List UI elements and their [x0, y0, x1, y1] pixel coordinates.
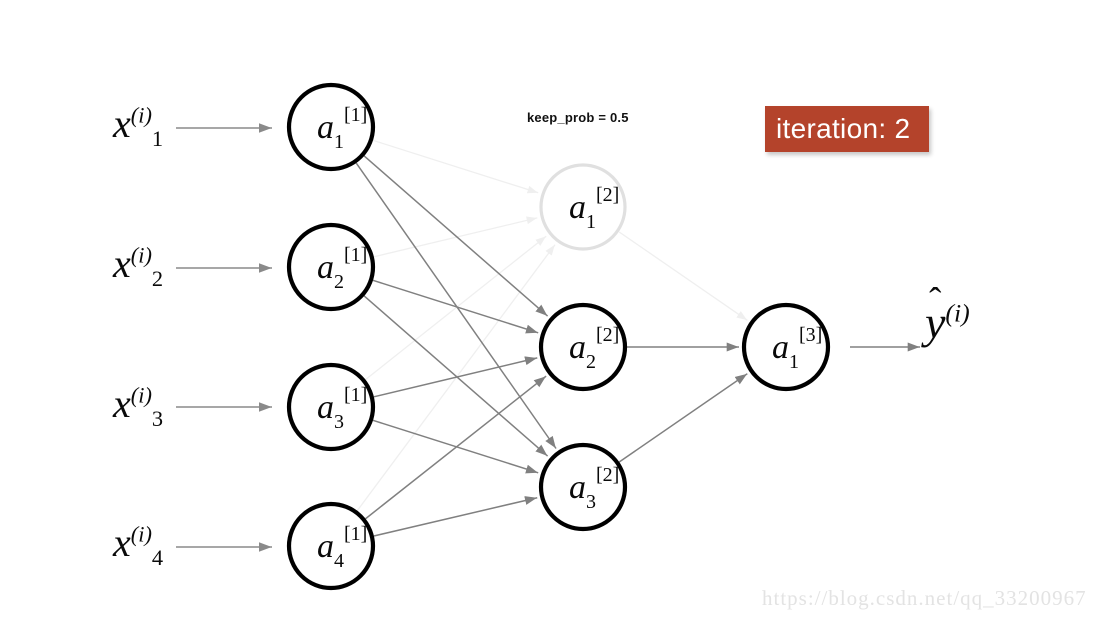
node-circle-a1_3: [741, 302, 831, 392]
edge-a3_1-to-a3_2: [372, 419, 539, 474]
edge-a1_1-to-a2_2: [363, 155, 549, 317]
node-circle-a4_1: [286, 501, 376, 591]
node-a3_1[interactable]: a3[1]: [286, 362, 376, 452]
node-a2_1[interactable]: a2[1]: [286, 222, 376, 312]
node-a1_2[interactable]: a1[2]: [539, 163, 627, 251]
node-circle-a2_1: [286, 222, 376, 312]
node-label-a3_2: a3[2]: [569, 464, 619, 513]
edge-a3_1-to-a2_2: [373, 356, 538, 398]
edge-group-input-arrows: [176, 123, 272, 552]
input-label-x2: x(i)2: [113, 241, 164, 291]
edge-a1_1-to-a3_2: [355, 162, 557, 449]
node-circle-a3_2: [538, 442, 628, 532]
node-a1_3[interactable]: a1[3]: [741, 302, 831, 392]
edge-a2_1-to-a1_2: [373, 216, 538, 258]
iteration-badge: iteration: 2: [765, 106, 929, 152]
node-label-a2_1: a2[1]: [317, 244, 367, 293]
edge-a2_1-to-a2_2: [372, 279, 539, 334]
edge-group-active: [355, 155, 920, 537]
keep-prob-label: keep_prob = 0.5: [527, 110, 629, 125]
output-label-yhat: ̂y(i): [925, 297, 970, 348]
edge-a2_1-to-a3_2: [363, 295, 549, 457]
edge-a3_1-to-a1_2: [365, 235, 547, 381]
node-label-a3_1: a3[1]: [317, 384, 367, 433]
node-label-a1_3: a1[3]: [772, 324, 822, 373]
edge-a1_2-to-a1_3: [618, 231, 748, 321]
iteration-badge-label: iteration: 2: [776, 113, 911, 144]
edge-a3_2-to-a1_3: [618, 373, 748, 463]
node-a3_2[interactable]: a3[2]: [538, 442, 628, 532]
edge-a4_1-to-a2_2: [365, 375, 547, 520]
node-label-a1_2: a1[2]: [569, 184, 619, 233]
edge-a1_1-to-a1_2: [372, 139, 539, 194]
watermark-text: https://blog.csdn.net/qq_33200967: [762, 586, 1087, 610]
node-label-a2_2: a2[2]: [569, 324, 619, 373]
input-label-x3: x(i)3: [113, 381, 164, 431]
node-a4_1[interactable]: a4[1]: [286, 501, 376, 591]
node-circle-a2_2: [538, 302, 628, 392]
node-group: a1[1] a2[1] a3[1] a4[1] a1[2] a2[2] a3[2] a1[3]: [286, 82, 831, 591]
node-label-a1_1: a1[1]: [317, 104, 367, 153]
input-label-x1: x(i)1: [113, 101, 164, 151]
edge-a4_1-to-a3_2: [373, 496, 538, 537]
node-label-a4_1: a4[1]: [317, 523, 367, 572]
input-label-x4: x(i)4: [113, 520, 164, 570]
node-a2_2[interactable]: a2[2]: [538, 302, 628, 392]
node-circle-a3_1: [286, 362, 376, 452]
node-a1_1[interactable]: a1[1]: [286, 82, 376, 172]
node-circle-a1_2: [539, 163, 627, 251]
node-circle-a1_1: [286, 82, 376, 172]
